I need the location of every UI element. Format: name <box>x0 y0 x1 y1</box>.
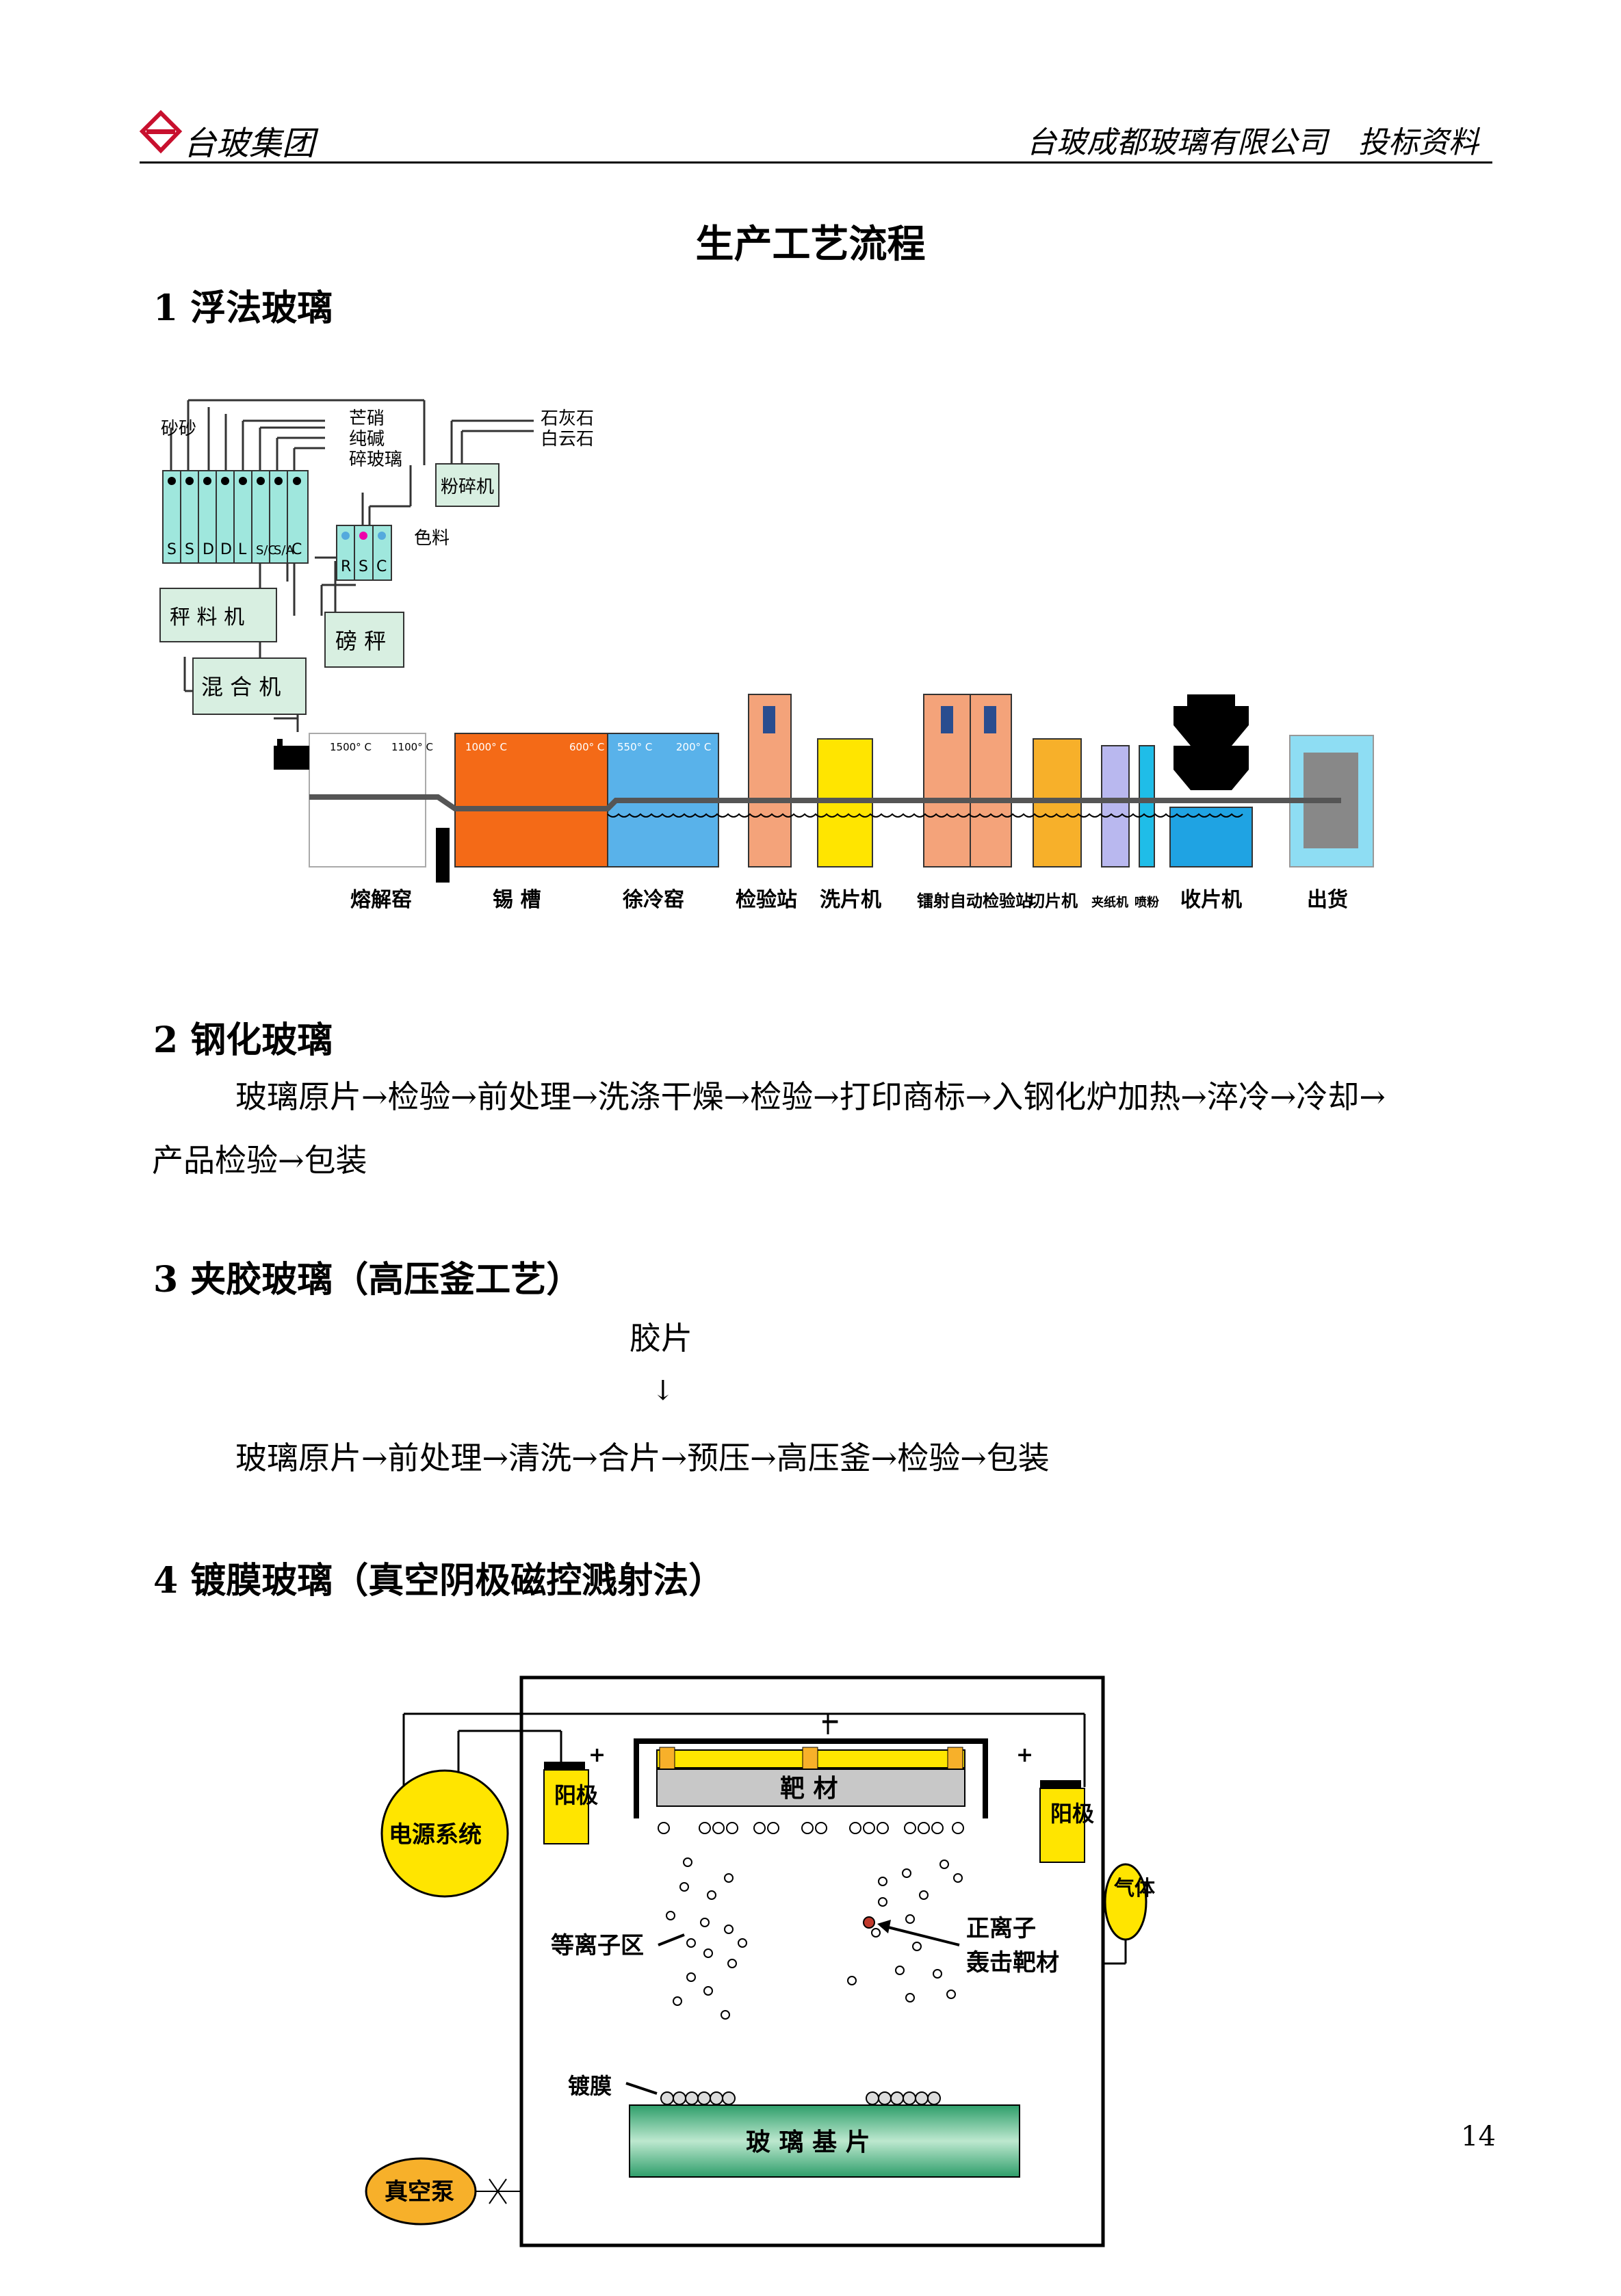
material-label: 石灰石 <box>541 408 594 429</box>
float-glass-process-diagram: 砂砂 芒硝 纯碱 碎玻璃 石灰石 白云石 色料 S S D D L S/C S/… <box>159 399 1374 912</box>
svg-text:1100° C: 1100° C <box>391 741 433 753</box>
positive-ion <box>863 1916 875 1929</box>
svg-text:1000° C: 1000° C <box>465 741 507 753</box>
svg-text:S/A: S/A <box>274 543 294 558</box>
company-name: 台玻成都玻璃有限公司 <box>1026 125 1327 160</box>
material-label: 白云石 <box>541 429 594 449</box>
station-label: 夹纸机 <box>1091 895 1128 910</box>
material-label: 砂砂 <box>161 419 196 439</box>
document-type: 投标资料 <box>1358 125 1479 160</box>
crusher-label: 粉碎机 <box>441 477 494 497</box>
svg-text:200° C: 200° C <box>676 741 711 753</box>
station-label: 检验站 <box>736 888 797 912</box>
svg-text:S/C: S/C <box>256 543 276 558</box>
section-heading-tempered: 2 钢化玻璃 <box>153 1019 333 1061</box>
glass-ribbon <box>309 794 1341 811</box>
mixer-box <box>192 657 307 715</box>
svg-text:+: + <box>1016 1743 1033 1767</box>
station-label: 出货 <box>1307 888 1348 912</box>
company-logo-icon <box>139 109 183 154</box>
station-label: 喷粉 <box>1134 895 1159 910</box>
down-arrow: ↓ <box>651 1375 675 1407</box>
tempered-process-line1: 玻璃原片→检验→前处理→洗涤干燥→检验→打印商标→入钢化炉加热→淬冷→冷却→ <box>235 1078 1386 1115</box>
laminated-process-line: 玻璃原片→前处理→清洗→合片→预压→高压釜→检验→包装 <box>235 1439 1050 1476</box>
anode-right <box>1039 1788 1085 1863</box>
svg-text:+: + <box>588 1743 606 1767</box>
glass-substrate <box>629 2104 1020 2178</box>
plasma-particles <box>666 1857 963 2020</box>
page-number: 14 <box>1461 2121 1496 2152</box>
svg-text:C: C <box>291 541 302 558</box>
ion-label-2: 轰击靶材 <box>966 1949 1059 1977</box>
svg-text:C: C <box>376 558 387 575</box>
station-label: 熔解窑 <box>350 888 412 912</box>
station-label: 洗片机 <box>820 888 881 912</box>
film-label: 镀膜 <box>568 2073 612 2099</box>
melting-furnace <box>309 733 426 867</box>
stacker-robot-icon <box>1173 694 1249 790</box>
material-label: 芒硝 <box>349 408 385 429</box>
section-heading-coated: 4 镀膜玻璃（真空阴极磁控溅射法） <box>153 1560 725 1602</box>
section-heading-laminated: 3 夹胶玻璃（高压釜工艺） <box>153 1259 582 1301</box>
section-heading-float: 1 浮法玻璃 <box>153 287 333 329</box>
svg-text:1500° C: 1500° C <box>330 741 372 753</box>
magnetron-sputtering-diagram: 靶 材 − 阳极 + 阳极 + 电源系统 气体 等离子区 正离子 轰击靶材 镀膜 <box>365 1675 1156 2247</box>
station-label: 徐冷窑 <box>622 888 684 912</box>
svg-text:S: S <box>185 541 194 558</box>
target-label: 靶 材 <box>780 1775 838 1803</box>
svg-text:S: S <box>167 541 177 558</box>
power-supply <box>380 1769 509 1898</box>
coating-film <box>660 2091 941 2105</box>
valve-icon <box>476 2178 521 2204</box>
scale-label: 磅 秤 <box>335 628 386 654</box>
weigher-box <box>159 588 277 642</box>
tempered-process-line2: 产品检验→包装 <box>152 1142 367 1179</box>
svg-text:600° C: 600° C <box>569 741 604 753</box>
gas-supply <box>1104 1863 1147 1941</box>
mixer-label: 混 合 机 <box>201 674 281 700</box>
silo-group: S S D D L S/C S/A C <box>162 470 309 564</box>
roller-line <box>607 813 1243 818</box>
svg-text:阳极: 阳极 <box>1050 1801 1094 1827</box>
material-label: 碎玻璃 <box>349 449 402 470</box>
crusher-box <box>435 463 500 507</box>
powder-sprayer <box>1139 745 1155 867</box>
ion-cloud <box>658 1822 964 1834</box>
svg-text:550° C: 550° C <box>617 741 652 753</box>
svg-text:气体: 气体 <box>1114 1877 1156 1901</box>
anode-left <box>543 1769 589 1844</box>
station-label: 镭射自动检验站 <box>917 891 1032 911</box>
svg-text:S: S <box>359 558 368 575</box>
svg-text:D: D <box>220 541 232 558</box>
svg-text:阳极: 阳极 <box>554 1782 598 1808</box>
svg-text:D: D <box>203 541 214 558</box>
page-title: 生产工艺流程 <box>695 222 926 267</box>
material-label: 色料 <box>414 528 450 549</box>
weigher-label: 秤 料 机 <box>170 605 244 629</box>
paper-interleaver <box>1101 745 1130 867</box>
plasma-label: 等离子区 <box>551 1932 644 1959</box>
svg-text:L: L <box>238 541 247 558</box>
ion-label-1: 正离子 <box>966 1915 1036 1942</box>
header-divider <box>140 161 1492 164</box>
svg-text:真空泵: 真空泵 <box>385 2178 454 2206</box>
substrate-label: 玻 璃 基 片 <box>746 2128 870 2156</box>
interlayer-label: 胶片 <box>630 1320 692 1357</box>
station-label: 切片机 <box>1028 891 1078 911</box>
scale-box <box>324 612 404 668</box>
sputter-target <box>656 1769 965 1807</box>
tin-bath <box>454 733 614 867</box>
svg-text:电源系统: 电源系统 <box>389 1821 482 1849</box>
logo-text: 台玻集团 <box>183 125 315 163</box>
station-label: 收片机 <box>1180 888 1242 912</box>
station-label: 锡 槽 <box>493 888 541 912</box>
svg-text:−: − <box>820 1708 840 1736</box>
material-label: 纯碱 <box>349 429 385 449</box>
svg-text:R: R <box>341 558 351 575</box>
